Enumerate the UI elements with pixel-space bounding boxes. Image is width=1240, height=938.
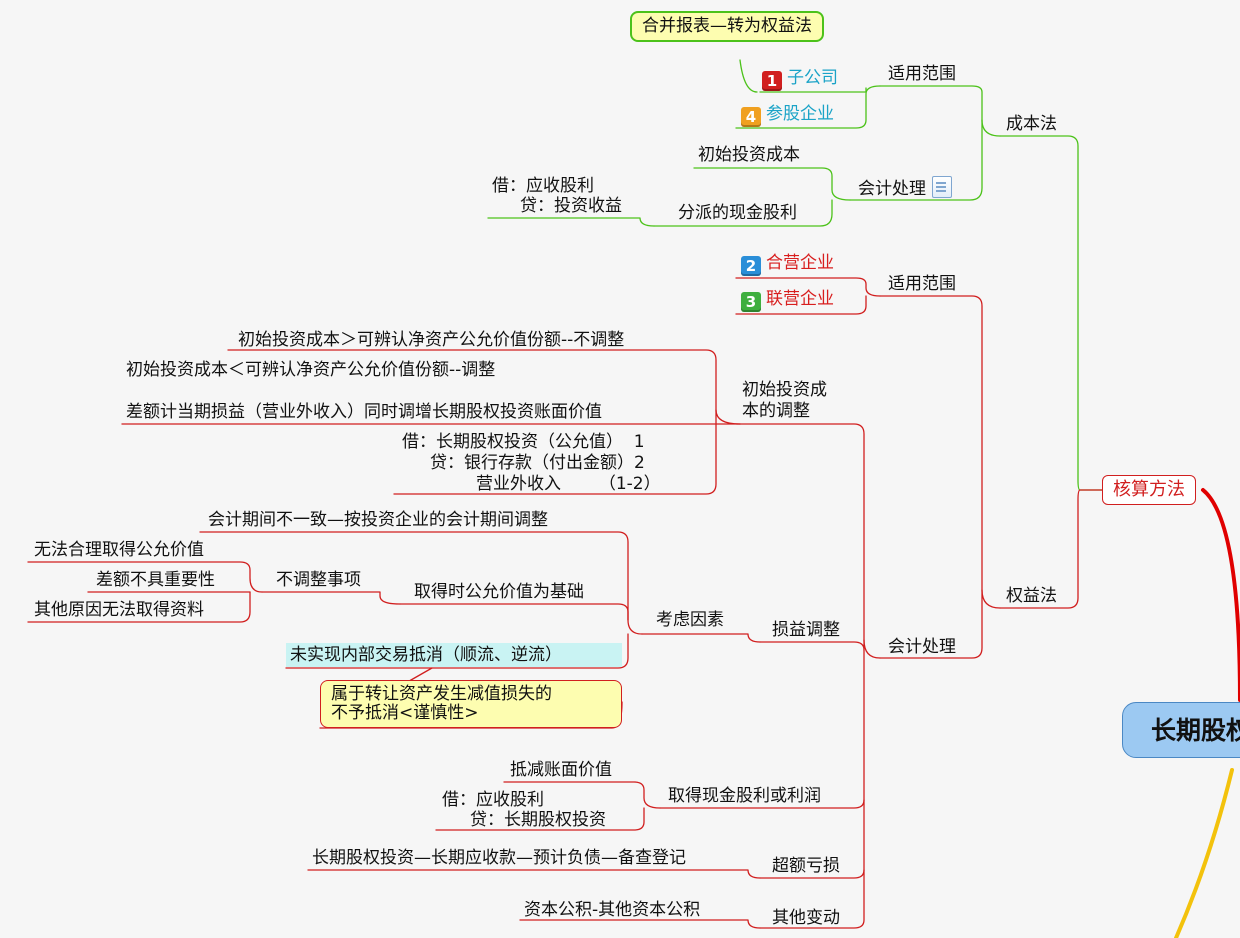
priority-1-icon: 1	[762, 71, 782, 91]
init-entry-debit: 借：长期股权投资（公允值） 1	[402, 432, 645, 452]
unrealized-node[interactable]: 未实现内部交易抵消（顺流、逆流）	[290, 645, 562, 665]
impairment-callout: 属于转让资产发生减值损失的 不予抵消<谨慎性>	[320, 680, 622, 728]
init-entry-income: 营业外收入 （1-2）	[476, 474, 661, 494]
root-node[interactable]: 长期股权投资	[1122, 702, 1240, 758]
cost-initial-node[interactable]: 初始投资成本	[698, 145, 800, 165]
period-node[interactable]: 会计期间不一致—按投资企业的会计期间调整	[208, 510, 548, 530]
cost-accounting-label: 会计处理	[858, 179, 926, 199]
init-adjust-line-1: 初始投资成	[742, 380, 827, 400]
cost-accounting-node[interactable]: 会计处理	[858, 176, 952, 199]
init-diff-node[interactable]: 差额计当期损益（营业外收入）同时调增长期股权投资账面价值	[126, 402, 602, 422]
equity-accounting-node[interactable]: 会计处理	[888, 637, 956, 657]
no-adjust-node[interactable]: 不调整事项	[276, 570, 361, 590]
factors-node[interactable]: 考虑因素	[656, 610, 724, 630]
init-entry-credit: 贷：银行存款（付出金额）2	[430, 453, 645, 473]
cash-entry-debit: 借：应收股利	[442, 790, 544, 810]
cost-dividend-node[interactable]: 分派的现金股利	[678, 203, 797, 223]
method-label: 核算方法	[1113, 479, 1185, 500]
reduce-value-node[interactable]: 抵减账面价值	[510, 760, 612, 780]
priority-4-icon: 4	[741, 107, 761, 127]
cost-dividend-entry: 借：应收股利 贷：投资收益	[492, 176, 622, 216]
other-change-node[interactable]: 其他变动	[772, 908, 840, 928]
entry-credit: 贷：投资收益	[520, 196, 622, 216]
priority-2-icon: 2	[741, 256, 761, 276]
init-gt-node[interactable]: 初始投资成本＞可辨认净资产公允价值份额--不调整	[238, 330, 625, 350]
init-entry: 借：长期股权投资（公允值） 1 贷：银行存款（付出金额）2 营业外收入 （1-2…	[402, 432, 661, 495]
impairment-line-1: 属于转让资产发生减值损失的	[331, 684, 552, 704]
pl-adjust-node[interactable]: 损益调整	[772, 620, 840, 640]
root-label: 长期股权投资	[1151, 716, 1240, 745]
associate-label: 联营企业	[766, 289, 834, 309]
init-adjust-node[interactable]: 初始投资成 本的调整	[742, 380, 827, 422]
cost-scope-node[interactable]: 适用范围	[888, 64, 956, 84]
fair-value-node[interactable]: 取得时公允价值为基础	[414, 582, 584, 602]
other-change-detail[interactable]: 资本公积-其他资本公积	[524, 900, 701, 920]
equity-method-node[interactable]: 权益法	[1006, 586, 1057, 606]
no-adjust-item-1[interactable]: 无法合理取得公允价值	[34, 540, 204, 560]
no-adjust-item-2[interactable]: 差额不具重要性	[96, 570, 215, 590]
no-adjust-item-3[interactable]: 其他原因无法取得资料	[34, 600, 204, 620]
impairment-line-2: 不予抵消<谨慎性>	[331, 703, 479, 723]
subsidiary-label: 子公司	[787, 68, 838, 88]
unrealized-highlight	[286, 643, 622, 667]
consolidation-callout-text: 合并报表—转为权益法	[642, 16, 812, 36]
cash-dividend-entry: 借：应收股利 贷：长期股权投资	[442, 790, 606, 830]
excess-loss-detail[interactable]: 长期股权投资—长期应收款—预计负债—备查登记	[312, 848, 686, 868]
cash-entry-credit: 贷：长期股权投资	[470, 810, 606, 830]
cost-method-node[interactable]: 成本法	[1006, 114, 1057, 134]
equity-scope-node[interactable]: 适用范围	[888, 274, 956, 294]
init-adjust-line-2: 本的调整	[742, 401, 810, 421]
priority-3-icon: 3	[741, 292, 761, 312]
entry-debit: 借：应收股利	[492, 176, 594, 196]
cash-dividend-node[interactable]: 取得现金股利或利润	[668, 786, 821, 806]
consolidation-callout: 合并报表—转为权益法	[630, 11, 824, 42]
minority-label: 参股企业	[766, 104, 834, 124]
excess-loss-node[interactable]: 超额亏损	[772, 856, 840, 876]
init-lt-node[interactable]: 初始投资成本＜可辨认净资产公允价值份额--调整	[126, 360, 496, 380]
method-node[interactable]: 核算方法	[1102, 475, 1196, 505]
note-icon	[932, 176, 952, 198]
jv-label: 合营企业	[766, 253, 834, 273]
